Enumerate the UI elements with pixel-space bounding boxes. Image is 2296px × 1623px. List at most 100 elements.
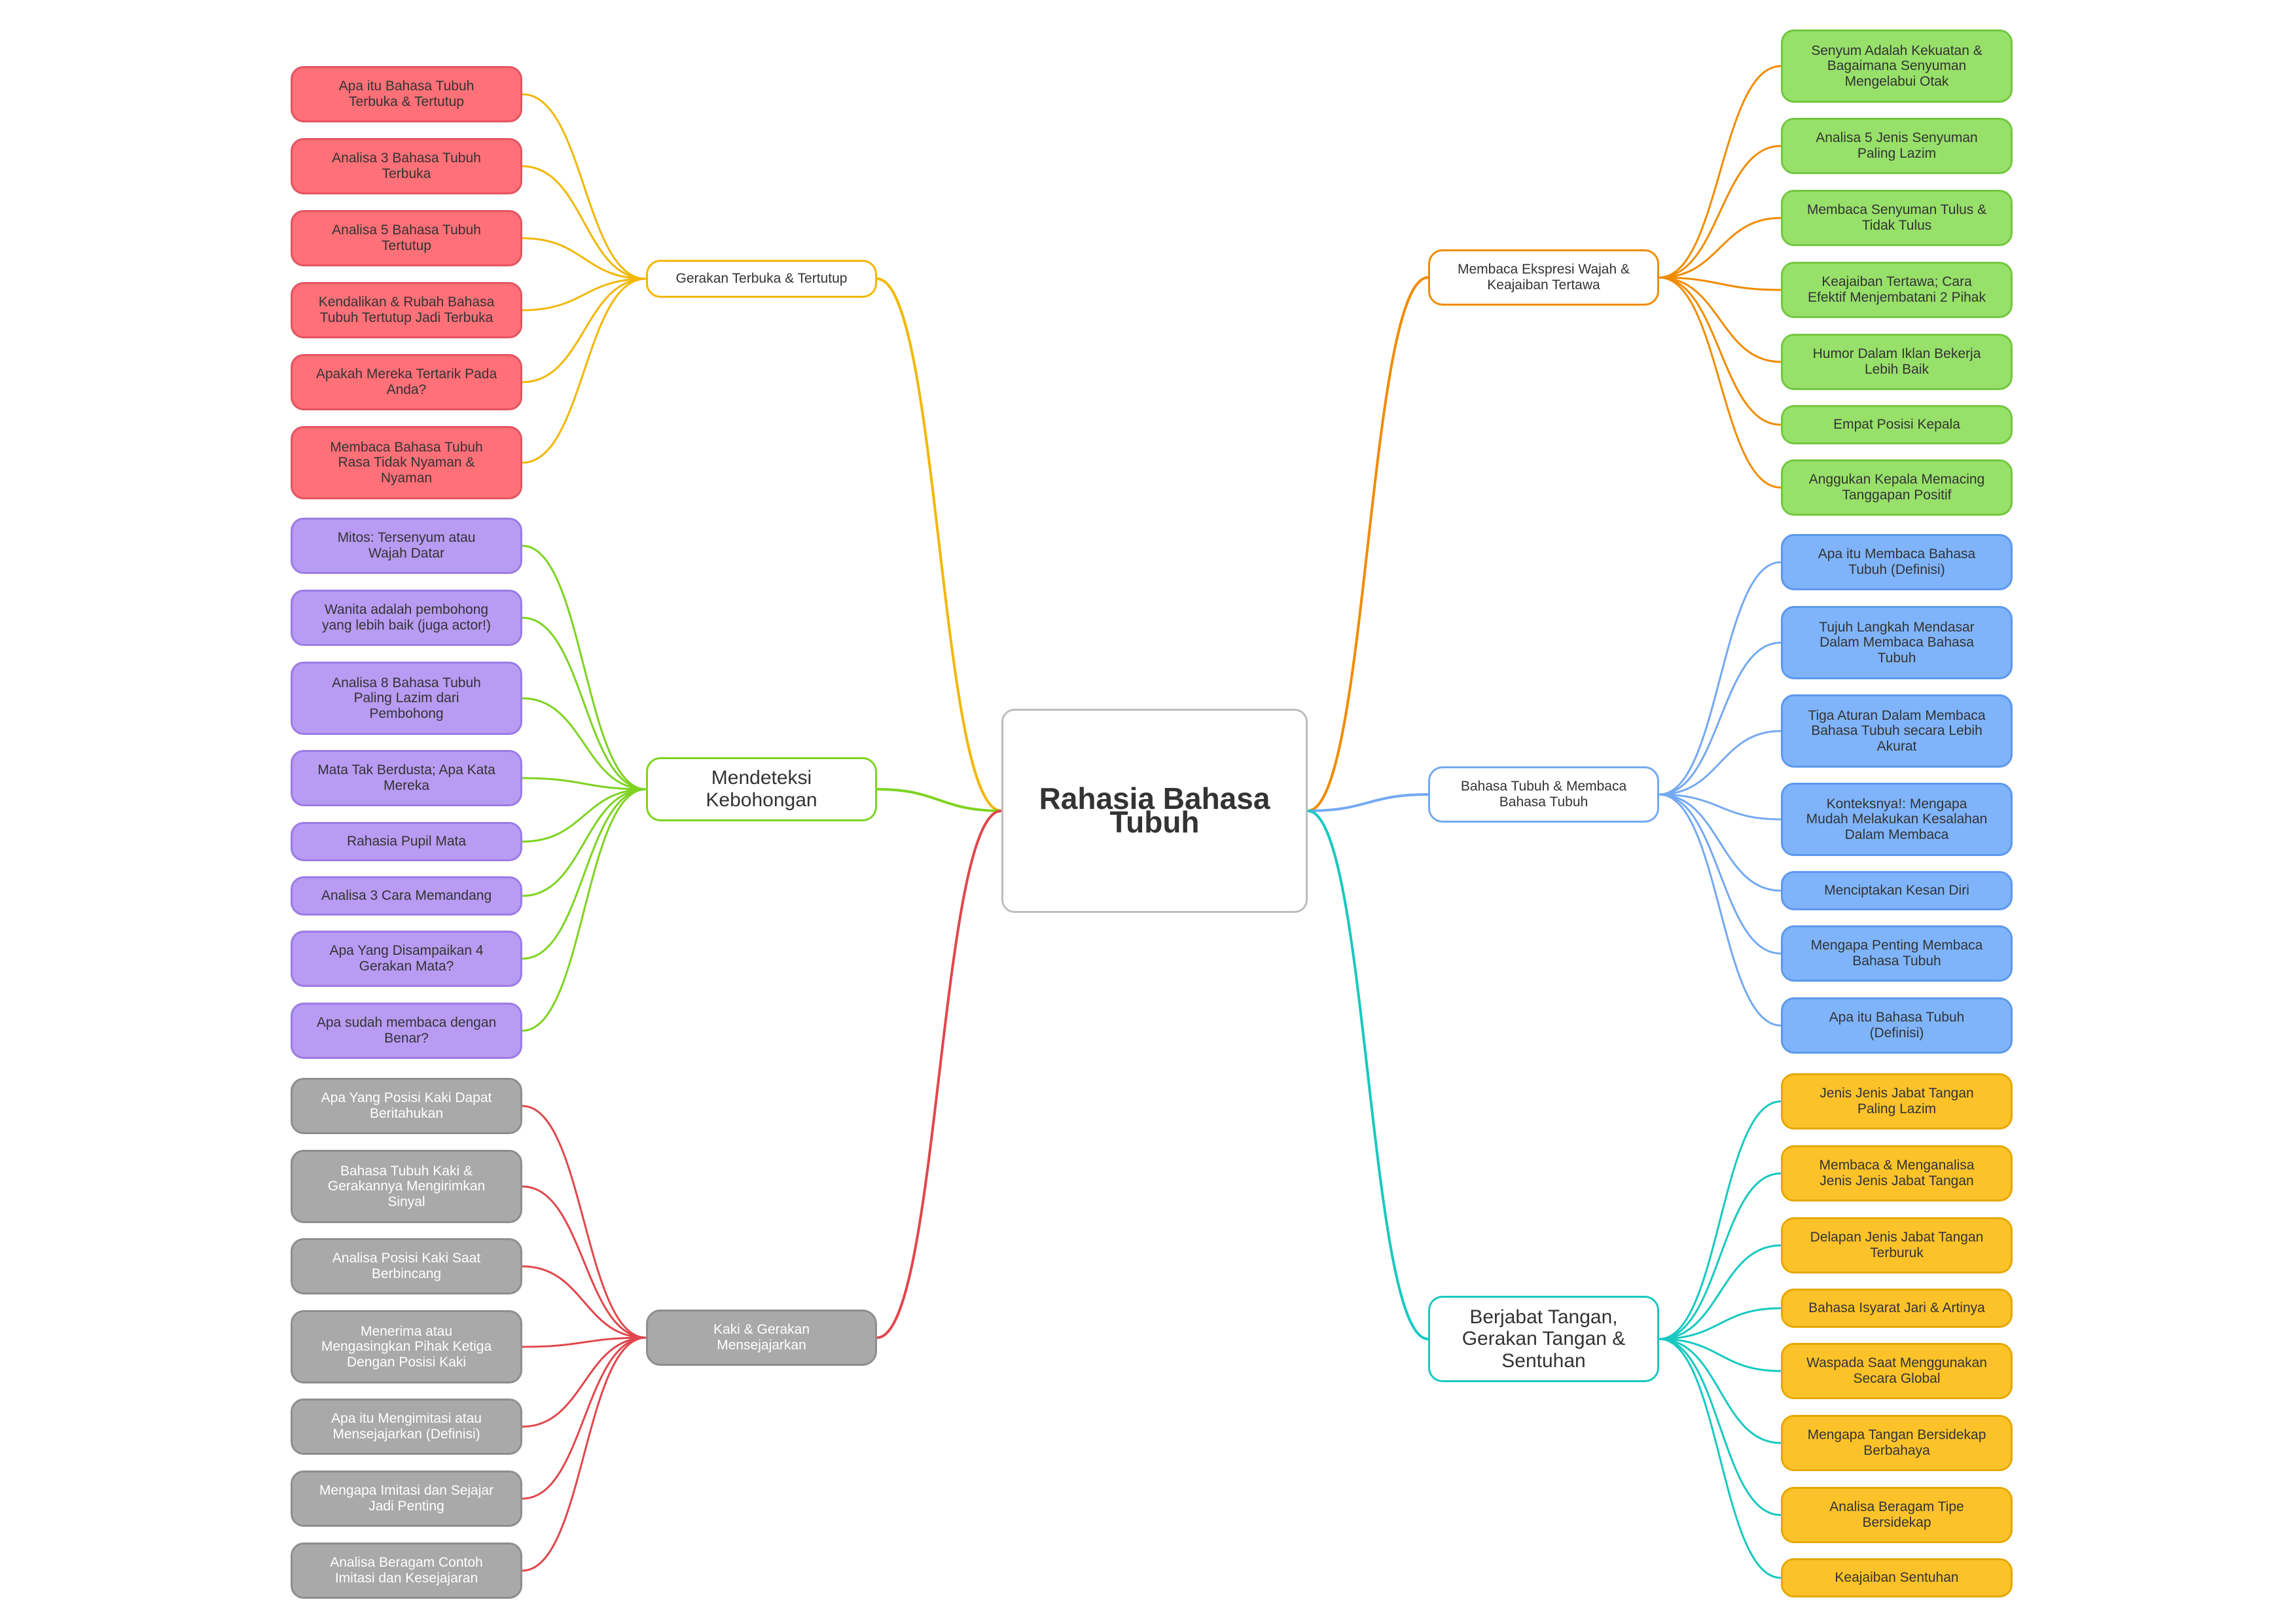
- branch-leaf-connector: [522, 165, 647, 280]
- root-branch-connector: [1307, 793, 1429, 812]
- branch-leaf-connector: [522, 777, 647, 791]
- branch-leaf-connector: [522, 788, 647, 1032]
- leaf-contoh-imitasi[interactable]: Analisa Beragam Contoh Imitasi dan Kesej…: [291, 1543, 522, 1599]
- leaf-analisa-3-cara-memandang[interactable]: Analisa 3 Cara Memandang: [291, 876, 522, 916]
- leaf-posisi-kaki-beritahukan[interactable]: Apa Yang Posisi Kaki Dapat Beritahukan: [291, 1078, 522, 1134]
- branch-bahasa-tubuh-membaca[interactable]: Bahasa Tubuh & Membaca Bahasa Tubuh: [1428, 766, 1659, 823]
- branch-leaf-connector: [1659, 145, 1782, 279]
- leaf-analisa-3-bahasa-tubuh-terbuka[interactable]: Analisa 3 Bahasa Tubuh Terbuka: [291, 138, 522, 194]
- branch-gerakan-terbuka-tertutup[interactable]: Gerakan Terbuka & Tertutup: [646, 260, 877, 298]
- branch-leaf-connector: [1659, 1100, 1782, 1340]
- branch-leaf-connector: [1659, 276, 1782, 426]
- branch-leaf-connector: [1659, 793, 1782, 821]
- branch-leaf-connector: [1659, 730, 1782, 796]
- leaf-anggukan-kepala[interactable]: Anggukan Kepala Memacing Tanggapan Posit…: [1781, 459, 2013, 516]
- leaf-kesan-diri[interactable]: Menciptakan Kesan Diri: [1781, 871, 2013, 910]
- branch-leaf-connector: [1659, 793, 1782, 955]
- root-branch-connector: [876, 277, 1002, 812]
- leaf-konteksnya[interactable]: Konteksnya!: Mengapa Mudah Melakukan Kes…: [1781, 783, 2013, 856]
- leaf-senyuman-tulus[interactable]: Membaca Senyuman Tulus & Tidak Tulus: [1781, 190, 2013, 246]
- branch-leaf-connector: [1659, 793, 1782, 1027]
- branch-leaf-connector: [1659, 1172, 1782, 1340]
- branch-leaf-connector: [1659, 217, 1782, 279]
- root-branch-connector: [876, 788, 1002, 812]
- leaf-analisa-posisi-kaki[interactable]: Analisa Posisi Kaki Saat Berbincang: [291, 1238, 522, 1294]
- leaf-membaca-bahasa-tubuh-definisi[interactable]: Apa itu Membaca Bahasa Tubuh (Definisi): [1781, 534, 2013, 590]
- leaf-analisa-5-bahasa-tubuh-tertutup[interactable]: Analisa 5 Bahasa Tubuh Tertutup: [291, 210, 522, 266]
- leaf-menganalisa-jabat-tangan[interactable]: Membaca & Menganalisa Jenis Jenis Jabat …: [1781, 1145, 2013, 1202]
- branch-leaf-connector: [522, 697, 647, 791]
- root-branch-connector: [876, 810, 1002, 1339]
- leaf-waspada-global[interactable]: Waspada Saat Menggunakan Secara Global: [1781, 1343, 2013, 1399]
- leaf-imitasi-penting[interactable]: Mengapa Imitasi dan Sejajar Jadi Penting: [291, 1471, 522, 1527]
- leaf-apa-itu-bahasa-tubuh-terbuka-tertutup[interactable]: Apa itu Bahasa Tubuh Terbuka & Tertutup: [291, 66, 522, 122]
- leaf-tiga-aturan[interactable]: Tiga Aturan Dalam Membaca Bahasa Tubuh s…: [1781, 694, 2013, 768]
- branch-leaf-connector: [522, 1105, 647, 1339]
- branch-leaf-connector: [522, 616, 647, 791]
- branch-mendeteksi-kebohongan[interactable]: Mendeteksi Kebohongan: [646, 757, 877, 821]
- branch-leaf-connector: [1659, 793, 1782, 892]
- leaf-wanita-pembohong[interactable]: Wanita adalah pembohong yang lebih baik …: [291, 590, 522, 646]
- leaf-pihak-ketiga-posisi-kaki[interactable]: Menerima atau Mengasingkan Pihak Ketiga …: [291, 1310, 522, 1383]
- branch-kaki-gerakan-mensejajarkan[interactable]: Kaki & Gerakan Mensejajarkan: [646, 1310, 877, 1366]
- branch-leaf-connector: [522, 277, 647, 312]
- branch-leaf-connector: [522, 1336, 647, 1500]
- leaf-membaca-bahasa-tubuh-nyaman[interactable]: Membaca Bahasa Tubuh Rasa Tidak Nyaman &…: [291, 426, 522, 499]
- central-topic[interactable]: Rahasia Bahasa Tubuh: [1001, 709, 1308, 913]
- branch-leaf-connector: [522, 1336, 647, 1572]
- leaf-4-gerakan-mata[interactable]: Apa Yang Disampaikan 4 Gerakan Mata?: [291, 931, 522, 987]
- branch-leaf-connector: [522, 1336, 647, 1428]
- leaf-tujuh-langkah[interactable]: Tujuh Langkah Mendasar Dalam Membaca Bah…: [1781, 606, 2013, 679]
- branch-leaf-connector: [1659, 641, 1782, 796]
- branch-leaf-connector: [522, 277, 647, 383]
- leaf-humor-iklan[interactable]: Humor Dalam Iklan Bekerja Lebih Baik: [1781, 334, 2013, 390]
- branch-leaf-connector: [522, 1265, 647, 1339]
- leaf-tipe-bersidekap[interactable]: Analisa Beragam Tipe Bersidekap: [1781, 1487, 2013, 1543]
- branch-leaf-connector: [1659, 561, 1782, 796]
- branch-leaf-connector: [522, 1336, 647, 1348]
- leaf-keajaiban-sentuhan[interactable]: Keajaiban Sentuhan: [1781, 1558, 2013, 1597]
- branch-leaf-connector: [522, 1185, 647, 1339]
- branch-leaf-connector: [1659, 276, 1782, 489]
- branch-leaf-connector: [522, 93, 647, 280]
- leaf-apakah-mereka-tertarik[interactable]: Apakah Mereka Tertarik Pada Anda?: [291, 354, 522, 410]
- leaf-mata-tak-berdusta[interactable]: Mata Tak Berdusta; Apa Kata Mereka: [291, 750, 522, 806]
- leaf-analisa-8-bahasa-tubuh-pembohong[interactable]: Analisa 8 Bahasa Tubuh Paling Lazim dari…: [291, 662, 522, 735]
- branch-leaf-connector: [522, 788, 647, 960]
- leaf-jabat-tangan-terburuk[interactable]: Delapan Jenis Jabat Tangan Terburuk: [1781, 1217, 2013, 1274]
- branch-leaf-connector: [522, 544, 647, 791]
- branch-leaf-connector: [1659, 1338, 1782, 1516]
- leaf-5-jenis-senyuman[interactable]: Analisa 5 Jenis Senyuman Paling Lazim: [1781, 118, 2013, 174]
- branch-leaf-connector: [522, 237, 647, 280]
- branch-leaf-connector: [522, 277, 647, 464]
- leaf-keajaiban-tertawa[interactable]: Keajaiban Tertawa; Cara Efektif Menjemba…: [1781, 262, 2013, 318]
- leaf-isyarat-jari[interactable]: Bahasa Isyarat Jari & Artinya: [1781, 1289, 2013, 1328]
- leaf-mengimitasi-definisi[interactable]: Apa itu Mengimitasi atau Mensejajarkan (…: [291, 1399, 522, 1455]
- leaf-bahasa-tubuh-kaki-sinyal[interactable]: Bahasa Tubuh Kaki & Gerakannya Mengirimk…: [291, 1150, 522, 1223]
- leaf-senyum-kekuatan[interactable]: Senyum Adalah Kekuatan & Bagaimana Senyu…: [1781, 29, 2013, 103]
- leaf-rahasia-pupil-mata[interactable]: Rahasia Pupil Mata: [291, 822, 522, 861]
- branch-leaf-connector: [1659, 1338, 1782, 1444]
- root-branch-connector: [1307, 276, 1429, 812]
- leaf-jenis-jabat-tangan[interactable]: Jenis Jenis Jabat Tangan Paling Lazim: [1781, 1073, 2013, 1130]
- leaf-tangan-bersidekap[interactable]: Mengapa Tangan Bersidekap Berbahaya: [1781, 1415, 2013, 1471]
- branch-leaf-connector: [1659, 1307, 1782, 1340]
- branch-leaf-connector: [1659, 65, 1782, 279]
- leaf-empat-posisi-kepala[interactable]: Empat Posisi Kepala: [1781, 405, 2013, 444]
- branch-leaf-connector: [1659, 276, 1782, 363]
- root-branch-connector: [1307, 810, 1429, 1340]
- leaf-bahasa-tubuh-definisi[interactable]: Apa itu Bahasa Tubuh (Definisi): [1781, 997, 2013, 1054]
- branch-ekspresi-wajah-tertawa[interactable]: Membaca Ekspresi Wajah & Keajaiban Terta…: [1428, 249, 1659, 306]
- branch-berjabat-tangan-sentuhan[interactable]: Berjabat Tangan, Gerakan Tangan & Sentuh…: [1428, 1296, 1659, 1382]
- leaf-penting-membaca[interactable]: Mengapa Penting Membaca Bahasa Tubuh: [1781, 925, 2013, 982]
- branch-leaf-connector: [1659, 1338, 1782, 1372]
- branch-leaf-connector: [522, 788, 647, 897]
- branch-leaf-connector: [522, 788, 647, 843]
- leaf-kendalikan-rubah-bahasa-tubuh[interactable]: Kendalikan & Rubah Bahasa Tubuh Tertutup…: [291, 282, 522, 338]
- leaf-membaca-dengan-benar[interactable]: Apa sudah membaca dengan Benar?: [291, 1003, 522, 1059]
- leaf-mitos-tersenyum[interactable]: Mitos: Tersenyum atau Wajah Datar: [291, 518, 522, 574]
- branch-leaf-connector: [1659, 276, 1782, 291]
- branch-leaf-connector: [1659, 1338, 1782, 1579]
